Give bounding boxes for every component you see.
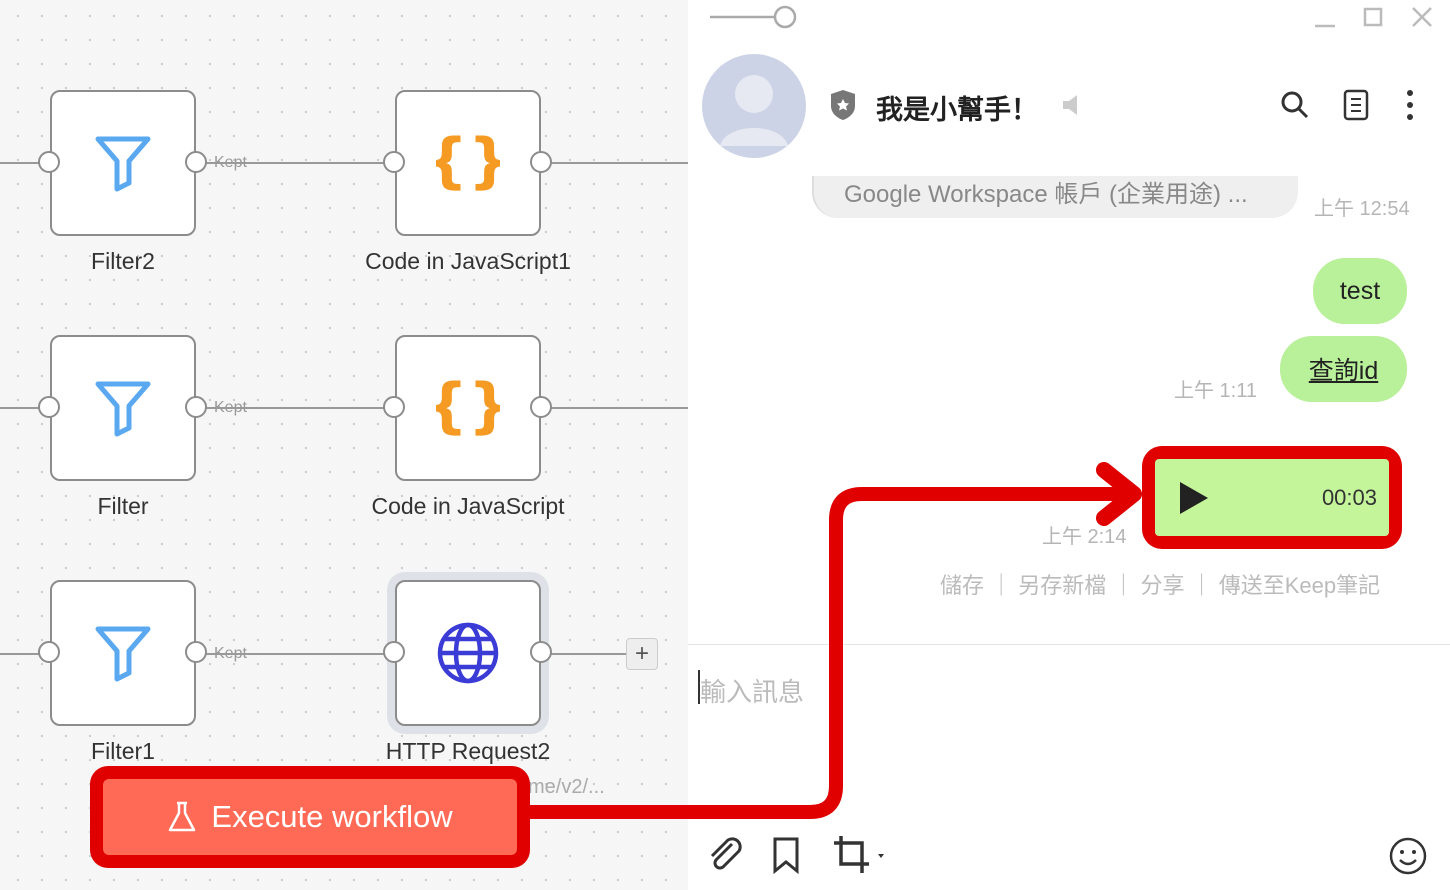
workflow-node-code[interactable]: {} <box>395 90 541 236</box>
connection <box>0 653 40 655</box>
node-port[interactable] <box>38 396 60 418</box>
filter-icon <box>95 626 151 682</box>
connection <box>540 407 688 409</box>
edge-label: Kept <box>214 645 247 662</box>
svg-text:{}: {} <box>436 131 500 195</box>
node-label: HTTP Request2 <box>385 738 551 764</box>
pin-slider-icon[interactable] <box>710 4 800 30</box>
audio-duration: 00:03 <box>1321 484 1377 510</box>
flask-icon <box>169 801 196 832</box>
node-port[interactable] <box>530 151 552 173</box>
node-label: Filter1 <box>91 738 155 764</box>
workflow-node-code[interactable]: {} <box>395 335 541 481</box>
connection <box>196 653 386 655</box>
message-bubble[interactable]: test <box>1313 258 1407 324</box>
share-link[interactable]: 分享 <box>1140 573 1185 598</box>
node-port[interactable] <box>383 396 405 418</box>
node-label: Code in JavaScript1 <box>365 248 571 274</box>
workflow-node-filter[interactable] <box>50 335 196 481</box>
filter-icon <box>95 136 151 192</box>
emoji-icon[interactable] <box>1388 836 1428 876</box>
message-bubble[interactable]: Google Workspace 帳戶 (企業用途) ... <box>812 176 1298 218</box>
node-label: Filter <box>97 493 149 519</box>
connection <box>196 162 386 164</box>
execute-label: Execute workflow <box>211 799 453 834</box>
chat-window: 我是小幫手！ Google Workspace 帳戶 (企業用途) ... 上午… <box>688 0 1450 890</box>
close-icon[interactable] <box>1410 5 1434 29</box>
node-port[interactable] <box>383 151 405 173</box>
notes-icon[interactable] <box>1342 88 1372 122</box>
globe-icon <box>437 622 499 684</box>
svg-text:{}: {} <box>436 376 500 440</box>
avatar[interactable] <box>702 54 806 158</box>
save-as-link[interactable]: 另存新檔 <box>1018 573 1107 598</box>
timestamp: 上午 2:14 <box>1042 526 1127 548</box>
audio-actions: 儲存 ｜ 另存新檔 ｜ 分享 ｜ 傳送至Keep筆記 <box>940 573 1381 598</box>
message-input[interactable]: 輸入訊息 <box>700 677 805 707</box>
workflow-node-filter[interactable] <box>50 90 196 236</box>
node-port[interactable] <box>185 396 207 418</box>
minimize-icon[interactable] <box>1313 8 1337 30</box>
connection <box>540 653 628 655</box>
connection <box>0 162 40 164</box>
timestamp: 上午 1:11 <box>1174 380 1257 402</box>
screenshot-crop-icon[interactable] <box>832 834 892 876</box>
connection <box>540 162 688 164</box>
shield-icon <box>831 90 855 120</box>
message-bubble[interactable]: 查詢id <box>1280 336 1407 402</box>
code-braces-icon: {} <box>436 131 500 195</box>
node-label: Code in JavaScript <box>371 493 565 519</box>
node-port[interactable] <box>530 396 552 418</box>
mute-icon <box>1063 95 1077 115</box>
paperclip-icon[interactable] <box>704 834 744 876</box>
node-port[interactable] <box>185 151 207 173</box>
code-braces-icon: {} <box>436 376 500 440</box>
maximize-icon[interactable] <box>1362 6 1384 28</box>
bookmark-icon[interactable] <box>770 836 804 876</box>
connection <box>0 407 40 409</box>
filter-icon <box>95 381 151 437</box>
node-label: Filter2 <box>91 248 155 274</box>
workflow-node-http[interactable] <box>395 580 541 726</box>
chat-title: 我是小幫手！ <box>876 95 1038 125</box>
workflow-node-filter[interactable] <box>50 580 196 726</box>
node-subtitle: me/v2/... <box>528 776 605 798</box>
node-port[interactable] <box>38 641 60 663</box>
connection <box>196 407 386 409</box>
more-options-icon[interactable] <box>1400 88 1420 124</box>
save-link[interactable]: 儲存 <box>940 573 985 598</box>
node-port[interactable] <box>383 641 405 663</box>
divider <box>688 644 1450 645</box>
node-port[interactable] <box>185 641 207 663</box>
edge-label: Kept <box>214 399 247 416</box>
play-icon[interactable] <box>1177 480 1209 516</box>
send-to-keep-link[interactable]: 傳送至Keep筆記 <box>1218 573 1381 598</box>
search-icon[interactable] <box>1280 90 1310 120</box>
timestamp: 上午 12:54 <box>1314 198 1410 220</box>
execute-workflow-button[interactable]: Execute workflow <box>90 766 530 868</box>
node-port[interactable] <box>38 151 60 173</box>
workflow-canvas[interactable]: Kept Kept Kept Filter2 {} Code in JavaScri… <box>0 0 688 890</box>
add-node-button[interactable]: + <box>626 638 658 670</box>
node-port[interactable] <box>530 641 552 663</box>
edge-label: Kept <box>214 154 247 171</box>
message-list[interactable]: Google Workspace 帳戶 (企業用途) ... 上午 12:54 … <box>688 176 1450 640</box>
message-text: Google Workspace 帳戶 (企業用途) ... <box>844 181 1248 208</box>
voice-message-bubble[interactable]: 00:03 <box>1142 446 1402 549</box>
